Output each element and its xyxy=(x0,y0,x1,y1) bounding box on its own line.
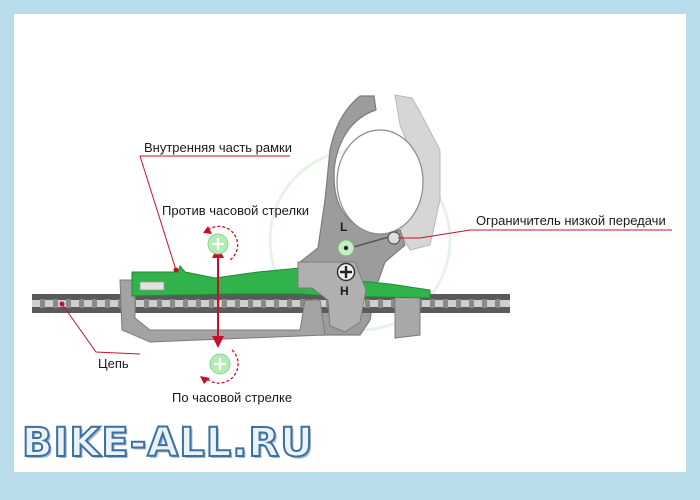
chain-link xyxy=(495,299,500,308)
chain-link xyxy=(66,299,71,308)
chain-link xyxy=(274,299,279,308)
chain-link xyxy=(456,299,461,308)
chain-link xyxy=(196,299,201,308)
site-watermark: BIKE-ALL.RU xyxy=(21,419,314,467)
cage-bracket xyxy=(139,281,165,291)
chain xyxy=(32,294,510,313)
chain-link xyxy=(235,299,240,308)
cage-outer-plate xyxy=(119,279,326,343)
chain-link xyxy=(391,299,396,308)
inner-frame-label: Внутренняя часть рамки xyxy=(144,140,293,155)
chain-link xyxy=(222,299,227,308)
chain-link xyxy=(157,299,162,308)
counter-clockwise-label: Против часовой стрелки xyxy=(162,203,310,218)
screw-h-label: H xyxy=(340,284,349,298)
chain-label: Цепь xyxy=(98,356,129,371)
clockwise-label: По часовой стрелке xyxy=(172,390,293,405)
chain-link xyxy=(365,299,370,308)
high-limit-screw-cross xyxy=(340,266,352,278)
chain-link xyxy=(53,299,58,308)
chain-link xyxy=(183,299,188,308)
callout-lines xyxy=(61,155,672,355)
chain-link xyxy=(248,299,253,308)
chain-link xyxy=(79,299,84,308)
chain-link xyxy=(482,299,487,308)
limiter-arm xyxy=(349,235,393,249)
chain-link xyxy=(261,299,266,308)
screw-l-label: L xyxy=(340,220,348,234)
chain-link xyxy=(300,299,305,308)
chain-link xyxy=(209,299,214,308)
low-limit-screw-dot xyxy=(343,245,349,251)
clockwise-screw-indicator xyxy=(200,349,239,384)
limiter-label: Ограничитель низкой передачи xyxy=(476,213,666,228)
chain-pointer-dot xyxy=(59,301,65,307)
chain-link xyxy=(287,299,292,308)
counter-clockwise-screw-indicator xyxy=(203,225,239,261)
chain-link xyxy=(92,299,97,308)
chain-link xyxy=(144,299,149,308)
chain-link xyxy=(105,299,110,308)
clamp-hole xyxy=(336,129,424,235)
chain-link xyxy=(40,299,45,308)
chain-link xyxy=(443,299,448,308)
inner-frame-pointer-dot xyxy=(173,267,179,273)
chain-link xyxy=(378,299,383,308)
chain-link xyxy=(469,299,474,308)
chain-link xyxy=(170,299,175,308)
chain-link xyxy=(430,299,435,308)
